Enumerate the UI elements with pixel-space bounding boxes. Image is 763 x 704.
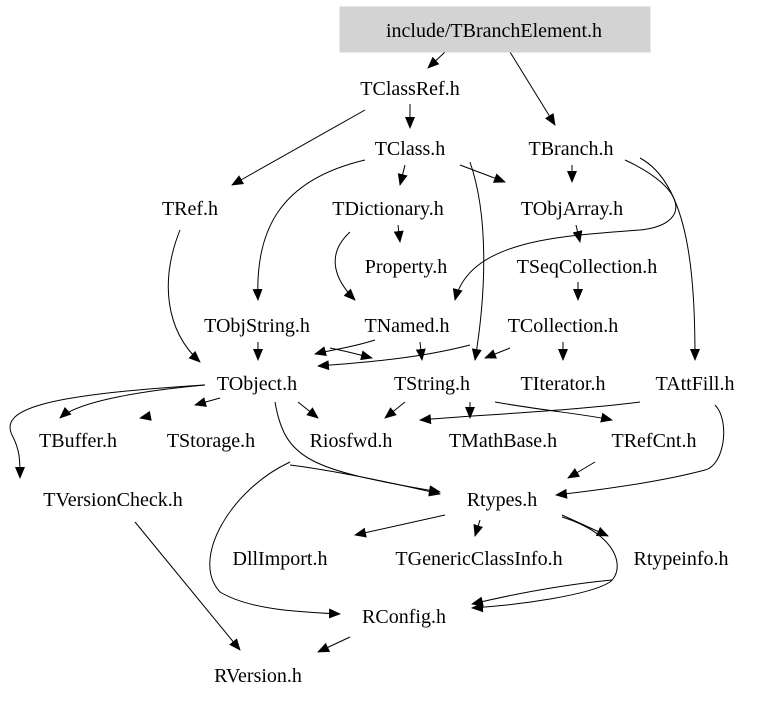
edge-tattfill-to-tmathbase <box>419 401 641 425</box>
edge-tdictionary-to-tnamed <box>334 231 356 301</box>
edge-rtypes-to-rconfig <box>471 516 618 613</box>
edges <box>9 51 725 653</box>
edge-tversioncheck-to-rversion <box>134 521 241 651</box>
edge-tobject-to-riosfwd <box>297 401 319 419</box>
node-riosfwd[interactable]: Riosfwd.h <box>310 430 393 452</box>
edge-rtypes-to-dllimport <box>354 514 446 538</box>
edge-tclass-to-tobjstring <box>252 159 366 301</box>
node-tnamed[interactable]: TNamed.h <box>365 315 450 337</box>
node-rtypes[interactable]: Rtypes.h <box>467 489 538 511</box>
node-dllimport[interactable]: DllImport.h <box>233 548 328 570</box>
node-tclass[interactable]: TClass.h <box>375 138 446 160</box>
edge-tnamed-to-tobject <box>314 339 376 356</box>
node-tobject[interactable]: TObject.h <box>217 373 297 395</box>
node-tmathbase[interactable]: TMathBase.h <box>449 430 557 452</box>
edge-tbranch-to-tattfill <box>639 157 700 361</box>
edge-tclass-to-tobjarray <box>459 164 506 183</box>
node-rtypeinfo[interactable]: Rtypeinfo.h <box>634 548 729 570</box>
edge-tclass-to-tdictionary <box>397 164 408 186</box>
node-rversion[interactable]: RVersion.h <box>214 665 302 687</box>
edge-tnamed-to-tstring <box>415 341 426 361</box>
edge-riosfwd-to-rconfig <box>209 461 341 619</box>
node-titerator[interactable]: TIterator.h <box>521 373 606 395</box>
edge-tref-to-tobject <box>167 229 201 363</box>
node-trefcnt[interactable]: TRefCnt.h <box>612 430 697 452</box>
edge-tobjarray-to-tseqcollection <box>572 224 583 243</box>
edge-rtypeinfo-to-rconfig <box>471 579 613 607</box>
edge-tcollection-to-tobject <box>317 344 471 371</box>
node-tobjarray[interactable]: TObjArray.h <box>521 198 623 220</box>
root-node-box <box>339 6 651 53</box>
edge-rtypes-to-tgenericclassinfo <box>473 519 484 537</box>
edge-tcollection-to-tstring <box>484 347 511 359</box>
node-tbranchelement[interactable]: include/TBranchElement.h <box>386 20 602 42</box>
edge-tbranch-to-tnamed <box>452 159 677 301</box>
edge-tstring-to-riosfwd <box>384 401 406 419</box>
node-tversioncheck[interactable]: TVersionCheck.h <box>43 489 182 511</box>
edge-tobjstring-to-tstring <box>329 347 373 361</box>
node-tseqcollection[interactable]: TSeqCollection.h <box>517 256 658 278</box>
edge-tbranchelement-to-tbranch <box>509 51 556 126</box>
edge-tclass-to-tstring <box>469 161 485 361</box>
node-tstorage[interactable]: TStorage.h <box>167 430 255 452</box>
node-tobjstring[interactable]: TObjString.h <box>204 315 310 337</box>
node-tdictionary[interactable]: TDictionary.h <box>332 198 443 220</box>
nodes: include/TBranchElement.h TClassRef.h TCl… <box>39 6 735 687</box>
edge-tobject-to-tbuffer <box>59 384 206 419</box>
node-tbranch[interactable]: TBranch.h <box>529 138 614 160</box>
node-tclassref[interactable]: TClassRef.h <box>360 78 459 100</box>
edge-tobject-to-tstorage <box>194 397 221 407</box>
node-tcollection[interactable]: TCollection.h <box>508 315 619 337</box>
node-rconfig[interactable]: RConfig.h <box>362 606 446 628</box>
node-tattfill[interactable]: TAttFill.h <box>656 373 735 395</box>
edge-tattfill-to-rtypes <box>555 404 725 499</box>
node-tref[interactable]: TRef.h <box>162 198 218 220</box>
edge-tdictionary-to-property <box>393 224 404 243</box>
edge-tobject-to-tversioncheck <box>9 384 206 479</box>
edge-rtypes-to-rtypeinfo <box>561 514 609 537</box>
edge-tbranchelement-to-tclassref <box>427 51 446 69</box>
edge-tstring-to-rtypes <box>289 464 441 497</box>
node-property[interactable]: Property.h <box>365 256 448 278</box>
node-tgenericclassinfo[interactable]: TGenericClassInfo.h <box>395 548 562 570</box>
edge-tstring-to-trefcnt <box>494 401 613 423</box>
edge-tstorage-to-tobject <box>139 410 152 421</box>
edge-rconfig-to-rversion <box>317 636 351 653</box>
edge-trefcnt-to-rtypes <box>567 461 596 479</box>
node-tbuffer[interactable]: TBuffer.h <box>39 430 117 452</box>
node-tstring[interactable]: TString.h <box>394 373 470 395</box>
edge-tclassref-to-tref <box>231 109 366 186</box>
